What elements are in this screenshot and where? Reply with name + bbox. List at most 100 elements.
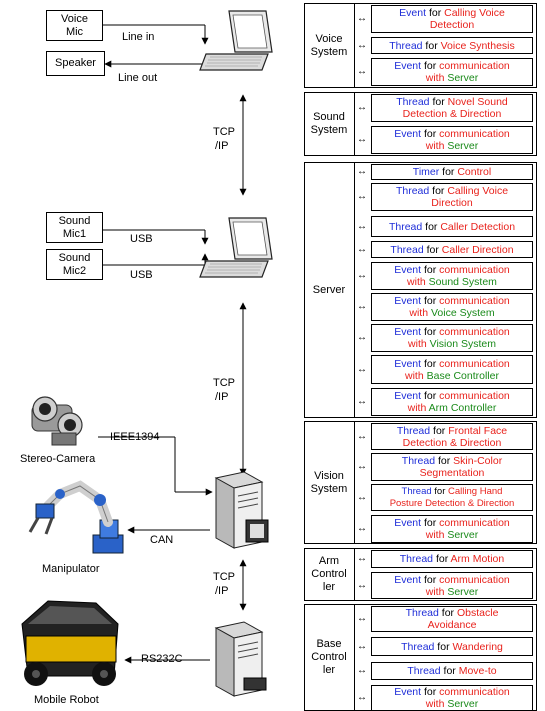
bidirectional-arrow-icon: ↔ xyxy=(357,666,367,676)
bidirectional-arrow-icon: ↔ xyxy=(357,222,367,232)
component-text-subject: Detection xyxy=(430,19,474,31)
group-divider xyxy=(354,548,355,601)
component-text-plain: for xyxy=(432,486,448,497)
component-box: Event for communicationwith Server xyxy=(371,58,533,86)
system-group-label-line: System xyxy=(304,124,354,137)
bidirectional-arrow-icon: ↔ xyxy=(357,365,367,375)
bidirectional-arrow-icon: ↔ xyxy=(357,333,367,343)
system-group-label-line: Arm xyxy=(304,555,354,568)
component-text-subject: Control xyxy=(457,166,491,178)
component-text-peer: Base Controller xyxy=(427,370,499,382)
bidirectional-arrow-icon: ↔ xyxy=(357,432,367,442)
group-divider xyxy=(354,3,355,88)
bidirectional-arrow-icon: ↔ xyxy=(357,167,367,177)
component-text-subject: Caller Detection xyxy=(440,221,515,233)
component-text-subject: with xyxy=(409,307,431,319)
system-group-label-line: ler xyxy=(304,664,354,677)
component-text-kind: Thread xyxy=(389,40,422,52)
component-text-kind: Event xyxy=(394,390,421,402)
sound-mic2-line1: Sound xyxy=(59,252,91,265)
component-text-kind: Event xyxy=(394,128,421,140)
bidirectional-arrow-icon: ↔ xyxy=(357,642,367,652)
component-text-subject: Novel Sound xyxy=(448,96,508,108)
component-text-plain: for xyxy=(433,553,451,565)
component-text-plain: for xyxy=(421,60,439,72)
component-text-plain: for xyxy=(421,390,439,402)
component-text-peer: Server xyxy=(447,72,478,84)
component-text-subject: Move-to xyxy=(459,665,497,677)
component-text-kind: Event xyxy=(394,60,421,72)
tcp-label-3a: TCP xyxy=(213,571,235,584)
component-text-subject: Avoidance xyxy=(428,619,477,631)
component-text-subject: Detection & Direction xyxy=(403,108,502,120)
system-group-label: VoiceSystem xyxy=(304,33,354,59)
component-text-plain: for xyxy=(424,244,442,256)
component-text-plain: for xyxy=(421,326,439,338)
component-text-kind: Thread xyxy=(396,96,429,108)
component-text-plain: for xyxy=(426,7,444,19)
component-text-subject: Posture Detection & Direction xyxy=(390,498,515,509)
sound-mic1-line1: Sound xyxy=(59,215,91,228)
sound-mic1-box: Sound Mic1 xyxy=(46,212,103,243)
component-text-plain: for xyxy=(421,574,439,586)
component-text-subject: Caller Direction xyxy=(442,244,514,256)
component-text-subject: Obstacle xyxy=(457,607,498,619)
bidirectional-arrow-icon: ↔ xyxy=(357,302,367,312)
component-text-kind: Thread xyxy=(401,641,434,653)
group-divider xyxy=(354,604,355,711)
component-text-plain: for xyxy=(421,264,439,276)
component-text-peer: Voice System xyxy=(431,307,495,319)
bidirectional-arrow-icon: ↔ xyxy=(357,14,367,24)
sound-mic2-line2: Mic2 xyxy=(63,265,86,278)
component-text-subject: Calling Voice xyxy=(447,185,508,197)
bidirectional-arrow-icon: ↔ xyxy=(357,693,367,703)
component-text-peer: Server xyxy=(447,698,478,710)
component-text-subject: communication xyxy=(439,517,510,529)
component-box: Thread for Voice Synthesis xyxy=(371,37,533,54)
mobile-robot-icon xyxy=(22,601,118,686)
component-box: Thread for Move-to xyxy=(371,662,533,680)
voice-mic-line1: Voice xyxy=(61,13,88,26)
bidirectional-arrow-icon: ↔ xyxy=(357,41,367,51)
component-text-subject: with xyxy=(426,586,448,598)
component-text-subject: communication xyxy=(439,326,510,338)
component-text-kind: Event xyxy=(394,574,421,586)
voice-mic-line2: Mic xyxy=(66,26,83,39)
component-text-subject: with xyxy=(408,402,429,414)
component-text-plain: for xyxy=(421,128,439,140)
component-text-subject: with xyxy=(426,529,448,541)
laptop-icon xyxy=(200,218,272,277)
pc-tower-icon xyxy=(216,472,268,548)
bidirectional-arrow-icon: ↔ xyxy=(357,554,367,564)
tcp-label-3b: /IP xyxy=(215,585,228,598)
component-text-plain: for xyxy=(435,455,453,467)
system-group-label-line: Sound xyxy=(304,111,354,124)
system-group-label-line: ler xyxy=(304,581,354,594)
component-text-plain: for xyxy=(439,607,457,619)
component-text-plain: for xyxy=(434,641,452,653)
component-text-subject: Calling Voice xyxy=(444,7,505,19)
component-text-subject: Calling Hand xyxy=(448,486,502,497)
component-text-subject: Voice Synthesis xyxy=(441,40,515,52)
can-label: CAN xyxy=(150,534,173,547)
component-text-subject: communication xyxy=(439,60,510,72)
component-text-kind: Event xyxy=(394,295,421,307)
system-group-label-line: Base xyxy=(304,638,354,651)
system-group-label: Server xyxy=(304,284,354,297)
component-text-peer: Sound System xyxy=(429,276,497,288)
component-text-kind: Event xyxy=(394,326,421,338)
component-text-peer: Server xyxy=(447,140,478,152)
component-text-subject: communication xyxy=(439,264,510,276)
usb-label-1: USB xyxy=(130,233,153,246)
component-box: Thread for Frontal FaceDetection & Direc… xyxy=(371,423,533,450)
system-group-label-line: Control xyxy=(304,651,354,664)
component-text-plain: for xyxy=(421,686,439,698)
component-box: Thread for Caller Direction xyxy=(371,241,533,258)
